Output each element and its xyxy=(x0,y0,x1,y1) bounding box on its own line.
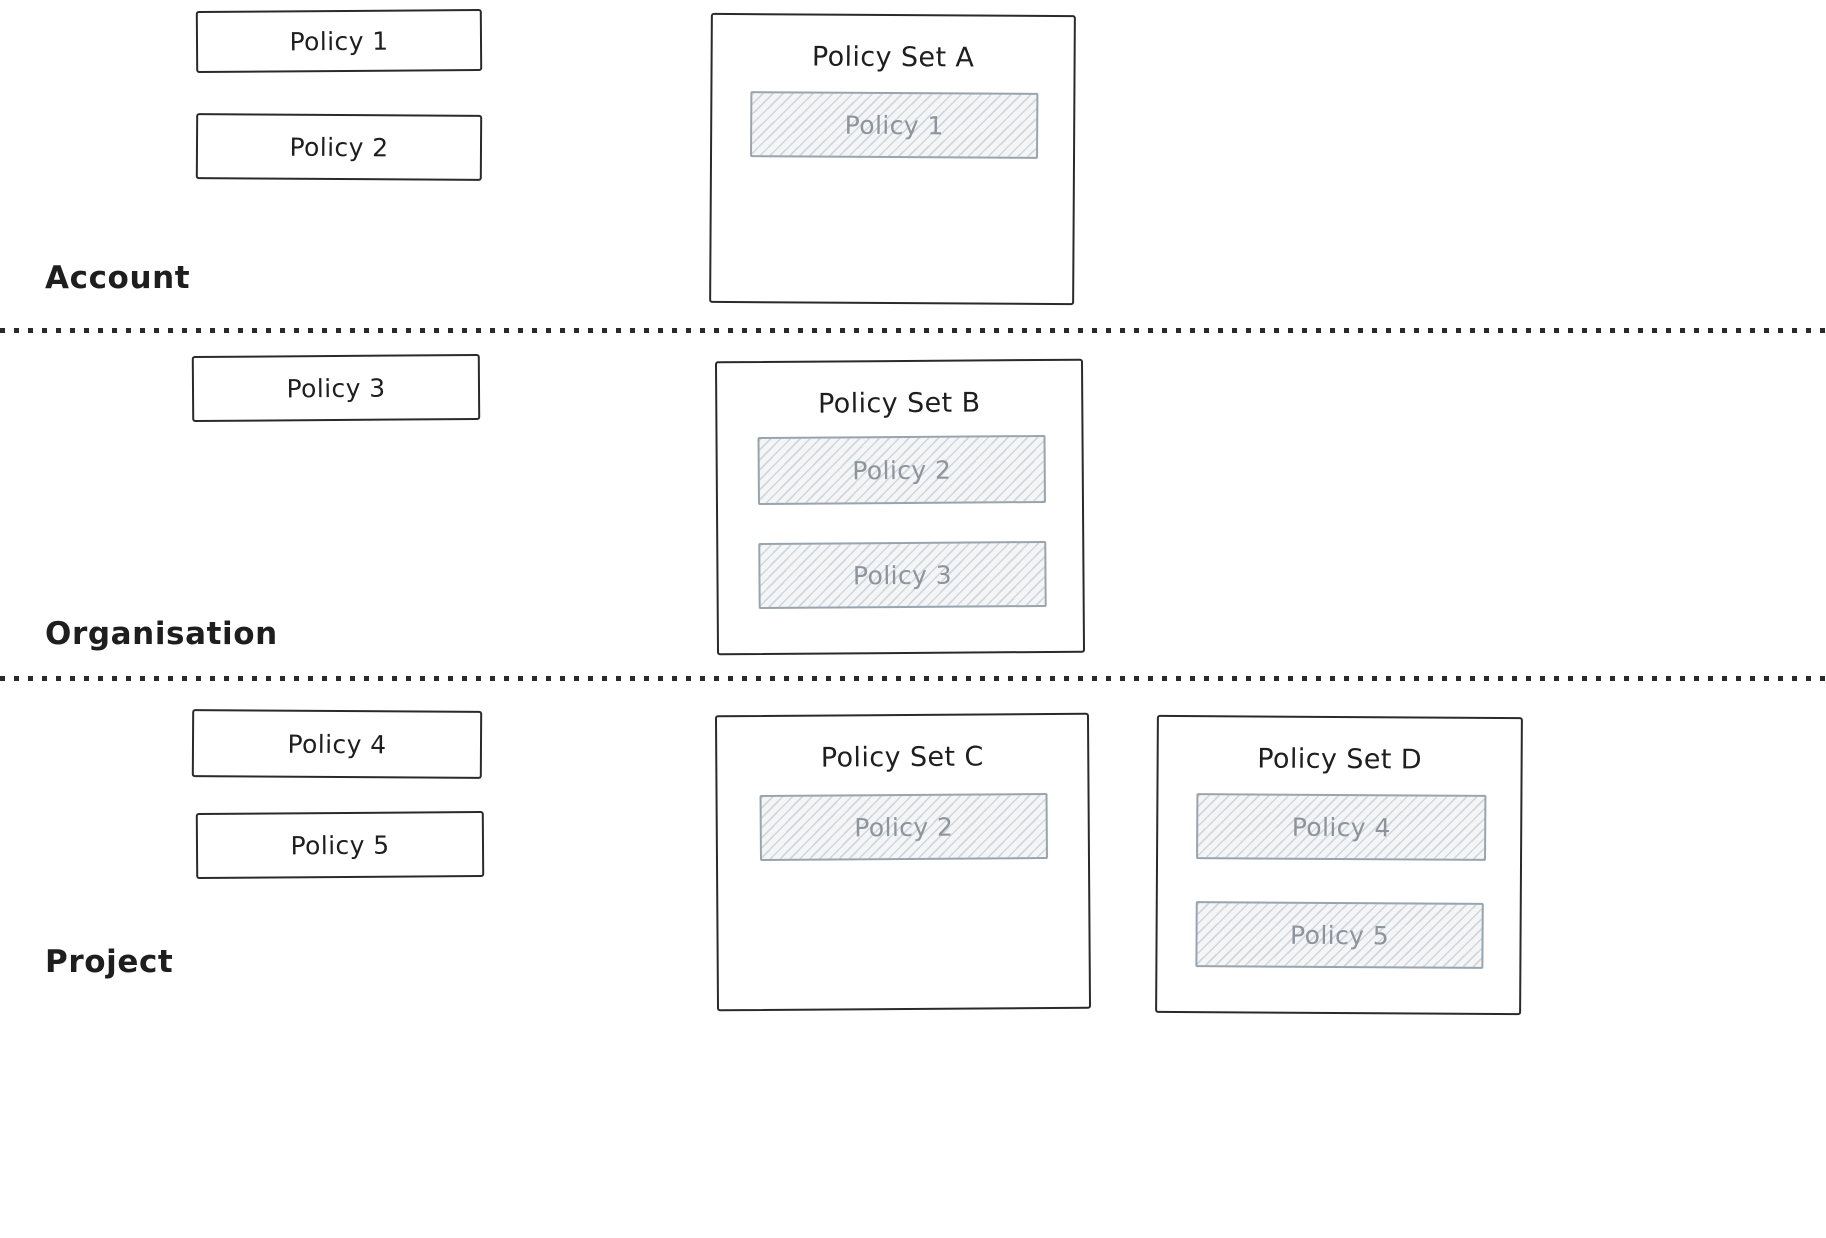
policy-set-d-title: Policy Set D xyxy=(1257,743,1423,776)
policy-set-d-member-policy-4: Policy 4 xyxy=(1196,793,1487,861)
policy-set-a: Policy Set A Policy 1 xyxy=(709,12,1076,306)
policy-set-d: Policy Set D Policy 4 Policy 5 xyxy=(1155,714,1523,1016)
policy-set-d-member-policy-5: Policy 5 xyxy=(1195,901,1484,969)
policy-set-a-title: Policy Set A xyxy=(811,41,975,74)
policy-box-policy-4: Policy 4 xyxy=(191,709,483,779)
policy-box-policy-1: Policy 1 xyxy=(195,9,483,73)
policy-box-policy-5: Policy 5 xyxy=(195,810,485,880)
policy-set-c-title: Policy Set C xyxy=(820,741,984,774)
band-label-project: Project xyxy=(45,944,174,980)
level-divider-account-organisation xyxy=(0,328,1826,333)
policy-set-b-member-policy-3: Policy 3 xyxy=(758,540,1047,609)
policy-set-b: Policy Set B Policy 2 Policy 3 xyxy=(714,358,1086,656)
policy-box-policy-2: Policy 2 xyxy=(195,113,483,181)
level-divider-organisation-project xyxy=(0,676,1826,681)
policy-set-b-member-policy-2: Policy 2 xyxy=(757,434,1046,505)
policy-set-b-title: Policy Set B xyxy=(817,387,981,420)
band-label-organisation: Organisation xyxy=(45,616,278,652)
band-label-account: Account xyxy=(45,260,191,296)
policy-box-policy-3: Policy 3 xyxy=(191,353,481,423)
policy-set-c: Policy Set C Policy 2 xyxy=(714,712,1092,1012)
policy-set-a-member-policy-1: Policy 1 xyxy=(750,91,1039,159)
policy-set-c-member-policy-2: Policy 2 xyxy=(759,792,1048,861)
